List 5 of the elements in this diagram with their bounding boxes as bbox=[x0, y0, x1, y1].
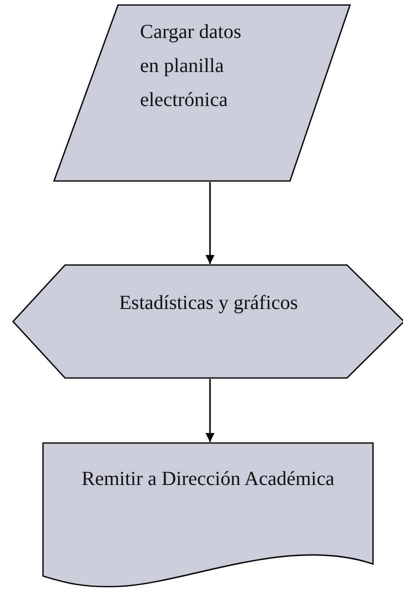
step-label: Remitir a Dirección Académica bbox=[80, 467, 336, 492]
arrow bbox=[206, 379, 214, 442]
step-label: Estadísticas y gráficos bbox=[118, 291, 299, 316]
arrow bbox=[206, 182, 214, 264]
step-label: Cargar datos en planilla electrónica bbox=[140, 20, 242, 113]
